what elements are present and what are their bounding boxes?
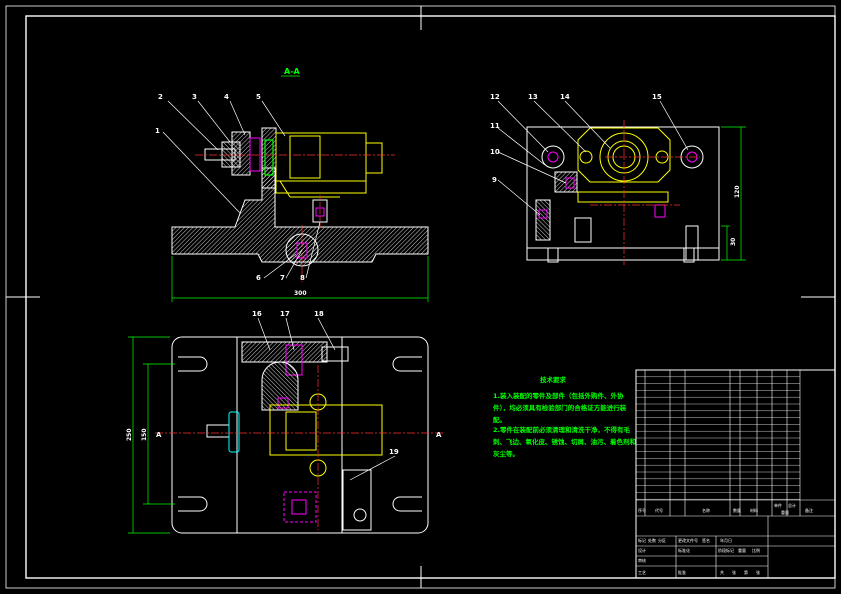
tb-header-code: 代号 (655, 507, 663, 513)
part-label-14: 14 (560, 93, 570, 101)
part-label-9: 9 (492, 176, 497, 184)
part-label-2: 2 (158, 93, 163, 101)
tb-header-name: 名称 (702, 507, 710, 513)
tb-craft: 工艺 (638, 570, 646, 575)
part-label-12: 12 (490, 93, 500, 101)
part-label-3: 3 (192, 93, 197, 101)
tb-sheet-total: 共 (720, 569, 724, 575)
part-label-10: 10 (490, 148, 500, 156)
tech-req-line: 配。 (493, 415, 506, 424)
part-label-11: 11 (490, 122, 500, 130)
tb-header-single: 单件 (774, 502, 782, 508)
tech-req-line: 2.零件在装配前必须清理和清洗干净，不得有毛 (493, 425, 630, 434)
tb-sign-name: 签名 (702, 537, 710, 543)
side-view: 120 30 12 13 14 15 11 10 9 (490, 93, 746, 265)
part-label-8: 8 (300, 274, 305, 282)
tb-weight: 重量 (738, 547, 746, 553)
front-section-view: A-A 300 (155, 67, 429, 302)
tb-header-material: 材料 (750, 507, 758, 513)
tb-sign-mark: 标记 (638, 537, 646, 543)
part-label-4: 4 (224, 93, 229, 101)
tb-header-no: 序号 (638, 507, 646, 513)
tb-sheet-unit2: 张 (756, 569, 760, 575)
tb-sheet-unit: 张 (732, 569, 736, 575)
part-label-19: 19 (389, 448, 399, 456)
tb-sign-count: 处数 (648, 537, 656, 543)
dim-side-small: 30 (730, 238, 737, 246)
tb-sheet-no: 第 (744, 569, 748, 575)
tb-header-remark: 备注 (805, 507, 813, 513)
section-view-title: A-A (284, 67, 301, 76)
tech-req-line: 刺、飞边、氧化皮、锈蚀、切屑、油污、着色剂和 (492, 437, 636, 446)
dim-top-height-inner: 150 (141, 428, 148, 441)
part-label-16: 16 (252, 310, 262, 318)
tech-req-line: 1.装入装配的零件及部件（包括外购件、外协 (493, 391, 624, 400)
tb-header-total: 总计 (788, 502, 796, 508)
part-label-5: 5 (256, 93, 261, 101)
part-label-18: 18 (314, 310, 324, 318)
dim-top-height-outer: 250 (126, 428, 133, 441)
title-block: 序号 代号 名称 数量 材料 单件 总计 备注 重量 标记 处数 分区 更改文件… (635, 369, 836, 579)
tb-stage: 阶段标记 (718, 547, 734, 553)
tb-design: 设计 (638, 547, 646, 553)
tb-scale: 比例 (752, 547, 760, 553)
tb-sign-date: 年月日 (720, 537, 732, 543)
tech-req-line: 灰尘等。 (493, 449, 519, 458)
top-view: A A 250 150 16 17 18 19 (126, 310, 445, 534)
part-label-6: 6 (256, 274, 261, 282)
part-label-17: 17 (280, 310, 290, 318)
dim-side-height: 120 (734, 185, 741, 198)
technical-requirements: 技术要求 1.装入装配的零件及部件（包括外购件、外协 件），均必须具有检验部门的… (492, 375, 636, 458)
tech-req-title: 技术要求 (540, 375, 567, 384)
part-label-7: 7 (280, 274, 285, 282)
part-label-1: 1 (155, 127, 160, 135)
part-label-13: 13 (528, 93, 538, 101)
tech-req-line: 件），均必须具有检验部门的合格证方能进行装 (493, 403, 627, 412)
tb-standard: 标准化 (678, 547, 690, 553)
dim-front-width: 300 (294, 290, 307, 297)
tb-sign-zone: 分区 (658, 537, 666, 543)
tb-check: 审核 (638, 557, 646, 563)
tb-header-qty: 数量 (733, 507, 741, 513)
section-mark-left: A (156, 431, 162, 439)
part-label-15: 15 (652, 93, 662, 101)
section-mark-right: A (436, 431, 442, 439)
tb-approve: 批准 (678, 569, 686, 575)
sheet-border (5, 5, 836, 589)
tb-header-weight: 重量 (781, 509, 789, 515)
tb-sign-file: 更改文件号 (678, 537, 698, 543)
